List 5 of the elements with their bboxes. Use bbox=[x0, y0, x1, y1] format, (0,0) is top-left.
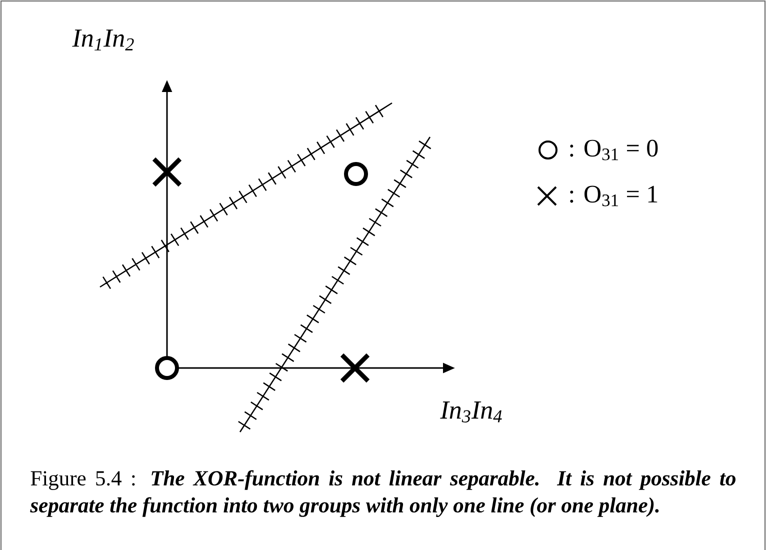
legend-text: : O$_{31}$ = 0 bbox=[570, 140, 658, 160]
legend-text: : O$_{31}$ = 1 bbox=[570, 186, 658, 206]
figure-caption: Figure 5.4 : The XOR-function is not linear separable. It is not possible to separate the function into two groups with only one line (or one plane). bbox=[30, 470, 736, 517]
axis-label: In$_{3}$In$_{4}$ bbox=[440, 402, 502, 422]
axis-label: In$_{1}$In$_{2}$ bbox=[72, 30, 134, 50]
